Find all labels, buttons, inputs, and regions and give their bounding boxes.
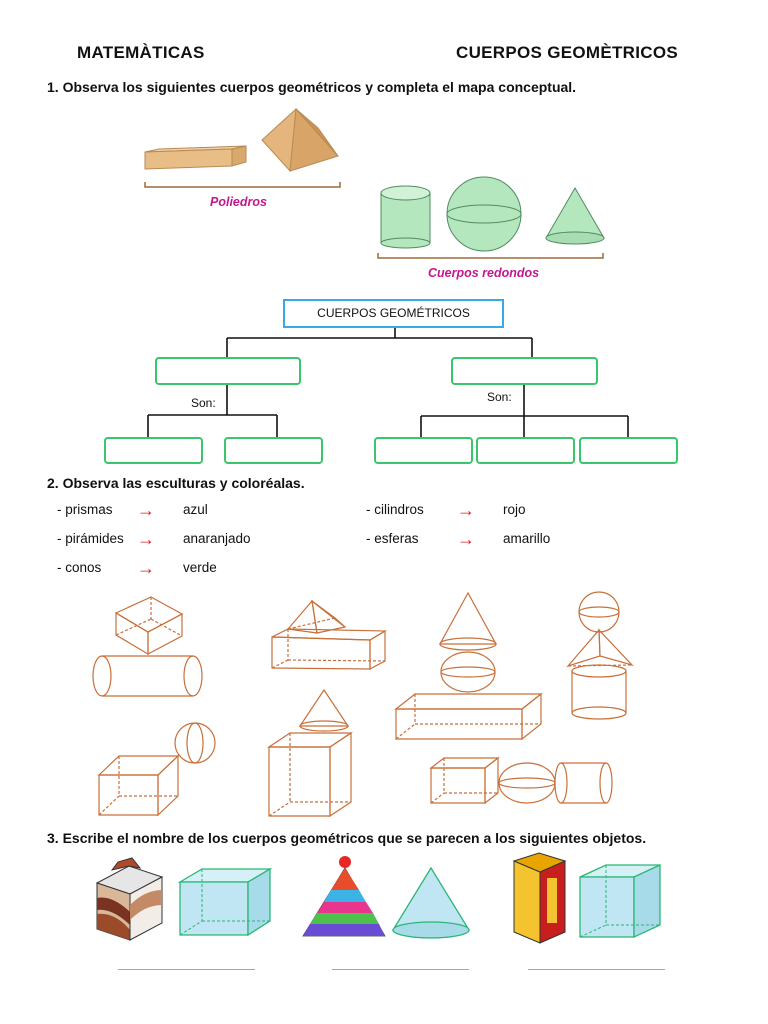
question-1: 1. Observa los siguientes cuerpos geomét…	[47, 79, 577, 95]
arrow-icon: →	[457, 500, 475, 520]
concept-map-root: CUERPOS GEOMÉTRICOS	[283, 299, 504, 328]
caption-poliedros: Poliedros	[210, 195, 267, 209]
legend-color-amarillo: amarillo	[503, 531, 551, 546]
caption-cuerpos-redondos: Cuerpos redondos	[428, 266, 540, 280]
concept-box-left[interactable]	[155, 357, 301, 385]
sculpture-cube-sphere-cylinder	[429, 756, 613, 805]
sculpture-sphere-pyramid-cylinder	[566, 591, 634, 720]
sculpture-cube-sphere	[97, 722, 216, 817]
concept-box-left-1[interactable]	[104, 437, 203, 464]
answer-line-3[interactable]	[528, 969, 665, 970]
legend-item-conos: - conos	[57, 560, 102, 575]
legend-item-esferas: - esferas	[366, 531, 419, 546]
topic-title: CUERPOS GEOMÈTRICOS	[456, 43, 679, 62]
arrow-icon: →	[457, 529, 475, 549]
sculpture-cone-sphere-prism	[394, 591, 543, 741]
legend-color-anaranjado: anaranjado	[183, 531, 251, 546]
answer-line-2[interactable]	[332, 969, 469, 970]
legend-color-rojo: rojo	[503, 502, 526, 517]
sculpture-cube-cylinder	[92, 596, 203, 697]
question-3: 3. Escribe el nombre de los cuerpos geom…	[47, 830, 647, 846]
legend-item-cilindros: - cilindros	[366, 502, 424, 517]
legend-item-piramides: - pirámides	[57, 531, 124, 546]
arrow-icon: →	[137, 558, 155, 578]
concept-box-right-3[interactable]	[579, 437, 678, 464]
answer-line-1[interactable]	[118, 969, 255, 970]
concept-box-right[interactable]	[451, 357, 598, 385]
concept-box-left-2[interactable]	[224, 437, 323, 464]
legend-color-verde: verde	[183, 560, 217, 575]
subject-title: MATEMÀTICAS	[77, 43, 205, 62]
sculpture-cone-tall-prism	[267, 688, 353, 818]
son-label-right: Son:	[487, 390, 512, 404]
legend-item-prismas: - prismas	[57, 502, 113, 517]
question-2: 2. Observa las esculturas y coloréalas.	[47, 475, 305, 491]
concept-box-right-1[interactable]	[374, 437, 473, 464]
legend-color-azul: azul	[183, 502, 208, 517]
arrow-icon: →	[137, 500, 155, 520]
sculpture-pyramid-prism	[271, 599, 388, 670]
arrow-icon: →	[137, 529, 155, 549]
son-label-left: Son:	[191, 396, 216, 410]
concept-box-right-2[interactable]	[476, 437, 575, 464]
